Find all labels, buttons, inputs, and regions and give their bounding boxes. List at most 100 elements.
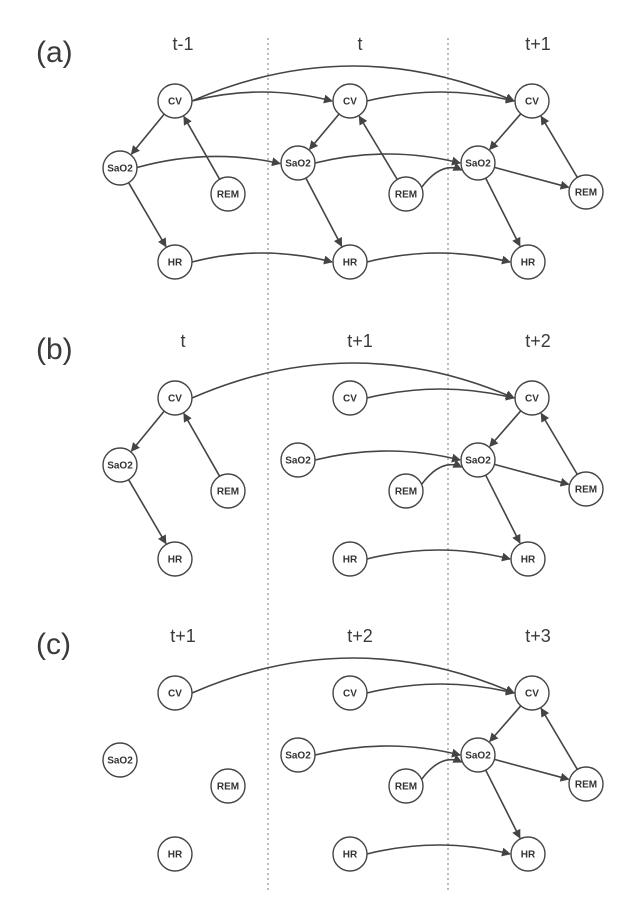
node-label: HR	[343, 850, 358, 861]
node-circle	[280, 442, 316, 478]
edge-REM-1-to-CV-1	[358, 115, 398, 180]
node-sao2: SaO2	[460, 145, 496, 181]
node-circle	[388, 768, 424, 804]
node-circle	[332, 675, 368, 711]
node-rem: REM	[210, 176, 246, 212]
node-hr: HR	[157, 836, 193, 872]
node-label: SaO2	[285, 751, 311, 762]
time-slice-label: t+2	[347, 626, 373, 646]
node-cv: CV	[514, 380, 550, 416]
node-label: REM	[395, 487, 417, 498]
time-slice-label: t+1	[347, 331, 373, 351]
node-rem: REM	[210, 473, 246, 509]
node-hr: HR	[332, 244, 368, 280]
edge-REM-0-to-CV-0	[183, 412, 221, 477]
node-sao2: SaO2	[280, 145, 316, 181]
node-label: HR	[168, 555, 183, 566]
node-circle	[332, 83, 368, 119]
node-label: SaO2	[285, 456, 311, 467]
node-label: CV	[343, 394, 357, 405]
node-label: HR	[521, 850, 536, 861]
panel-label: (b)	[36, 333, 73, 366]
node-circle	[157, 675, 193, 711]
edge-CV-2-to-SaO2-2	[489, 113, 522, 151]
node-label: REM	[575, 780, 597, 791]
edge-SaO2-1-to-SaO2-2	[314, 153, 461, 166]
edge-CV-0-to-CV-1	[191, 91, 333, 104]
node-label: REM	[217, 782, 239, 793]
node-circle	[510, 836, 546, 872]
node-label: REM	[575, 188, 597, 199]
node-circle	[280, 145, 316, 181]
panel-label: (c)	[36, 628, 71, 661]
time-slice-label: t+2	[525, 331, 551, 351]
edge-CV-2-to-SaO2-2	[489, 410, 522, 448]
node-label: SaO2	[107, 461, 133, 472]
node-circle	[460, 737, 496, 773]
node-circle	[210, 176, 246, 212]
node-circle	[388, 473, 424, 509]
edge-HR-1-to-HR-2	[366, 252, 511, 265]
node-rem: REM	[568, 766, 604, 802]
edge-SaO2-1-to-SaO2-2	[314, 745, 461, 758]
node-circle	[510, 541, 546, 577]
edge-REM-2-to-CV-2	[540, 707, 578, 770]
node-circle	[157, 836, 193, 872]
node-label: HR	[521, 258, 536, 269]
node-circle	[157, 83, 193, 119]
edge-CV-0-to-CV-2	[191, 657, 515, 694]
node-label: REM	[395, 190, 417, 201]
node-sao2: SaO2	[460, 737, 496, 773]
time-slice-label: t	[180, 331, 185, 351]
node-circle	[102, 742, 138, 778]
node-label: HR	[168, 258, 183, 269]
edge-CV-0-to-CV-2	[191, 65, 515, 102]
node-circle	[460, 145, 496, 181]
node-circle	[157, 541, 193, 577]
node-rem: REM	[388, 176, 424, 212]
node-hr: HR	[157, 244, 193, 280]
edge-SaO2-2-to-REM-2	[494, 166, 570, 190]
node-cv: CV	[157, 675, 193, 711]
node-sao2: SaO2	[460, 442, 496, 478]
edges	[191, 657, 578, 857]
edge-SaO2-2-to-HR-2	[484, 474, 521, 544]
node-rem: REM	[388, 473, 424, 509]
edge-SaO2-2-to-REM-2	[494, 463, 570, 487]
node-circle	[388, 176, 424, 212]
node-sao2: SaO2	[102, 447, 138, 483]
node-label: HR	[521, 555, 536, 566]
node-circle	[568, 174, 604, 210]
edge-HR-0-to-HR-1	[191, 252, 333, 265]
node-cv: CV	[332, 380, 368, 416]
time-slice-label: t+1	[525, 34, 551, 54]
time-slice-label: t+1	[170, 626, 196, 646]
edge-REM-1-to-SaO2-2	[420, 754, 463, 780]
edge-CV-1-to-CV-2	[366, 683, 515, 696]
node-circle	[210, 768, 246, 804]
node-label: REM	[217, 487, 239, 498]
node-cv: CV	[157, 380, 193, 416]
node-cv: CV	[157, 83, 193, 119]
edge-REM-1-to-SaO2-2	[420, 162, 463, 188]
node-circle	[332, 836, 368, 872]
node-hr: HR	[157, 541, 193, 577]
node-label: SaO2	[107, 164, 133, 175]
node-rem: REM	[568, 174, 604, 210]
edge-REM-2-to-CV-2	[540, 412, 578, 475]
node-circle	[102, 447, 138, 483]
node-label: SaO2	[465, 159, 491, 170]
edge-SaO2-1-to-SaO2-2	[314, 450, 461, 463]
edges	[127, 362, 578, 562]
node-circle	[514, 83, 550, 119]
node-label: HR	[343, 258, 358, 269]
edge-CV-0-to-CV-2	[191, 362, 515, 399]
node-sao2: SaO2	[280, 737, 316, 773]
node-hr: HR	[332, 541, 368, 577]
node-label: CV	[525, 394, 539, 405]
node-label: REM	[395, 782, 417, 793]
